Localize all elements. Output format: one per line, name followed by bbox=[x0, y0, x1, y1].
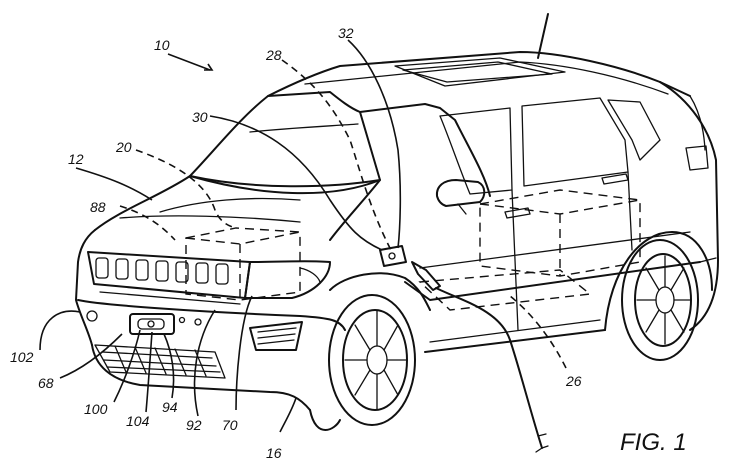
label-104: 104 bbox=[126, 413, 150, 429]
charging-cable bbox=[435, 287, 543, 449]
label-26: 26 bbox=[565, 373, 582, 389]
hidden-components bbox=[185, 189, 641, 311]
label-30: 30 bbox=[192, 109, 208, 125]
label-10: 10 bbox=[154, 37, 170, 53]
label-68: 68 bbox=[38, 375, 54, 391]
label-20: 20 bbox=[115, 139, 132, 155]
label-88: 88 bbox=[90, 199, 106, 215]
sensor-module bbox=[129, 313, 175, 335]
label-16: 16 bbox=[266, 445, 282, 461]
cable-end bbox=[535, 433, 549, 453]
label-92: 92 bbox=[186, 417, 202, 433]
label-32: 32 bbox=[338, 25, 354, 41]
lower-grille-mesh bbox=[101, 345, 221, 377]
leader-lines bbox=[39, 39, 567, 433]
vehicle-body bbox=[75, 13, 719, 431]
label-70: 70 bbox=[222, 417, 238, 433]
label-12: 12 bbox=[68, 151, 84, 167]
rear-wheel bbox=[621, 239, 699, 361]
charge-port bbox=[379, 245, 441, 291]
figure-caption: FIG. 1 bbox=[620, 429, 687, 456]
grille bbox=[95, 257, 229, 285]
label-100: 100 bbox=[84, 401, 108, 417]
label-94: 94 bbox=[162, 399, 178, 415]
label-28: 28 bbox=[265, 47, 282, 63]
reference-numerals: 10 12 16 20 26 28 30 32 68 70 88 92 94 1… bbox=[10, 25, 687, 461]
front-wheel bbox=[328, 294, 416, 426]
label-102: 102 bbox=[10, 349, 34, 365]
